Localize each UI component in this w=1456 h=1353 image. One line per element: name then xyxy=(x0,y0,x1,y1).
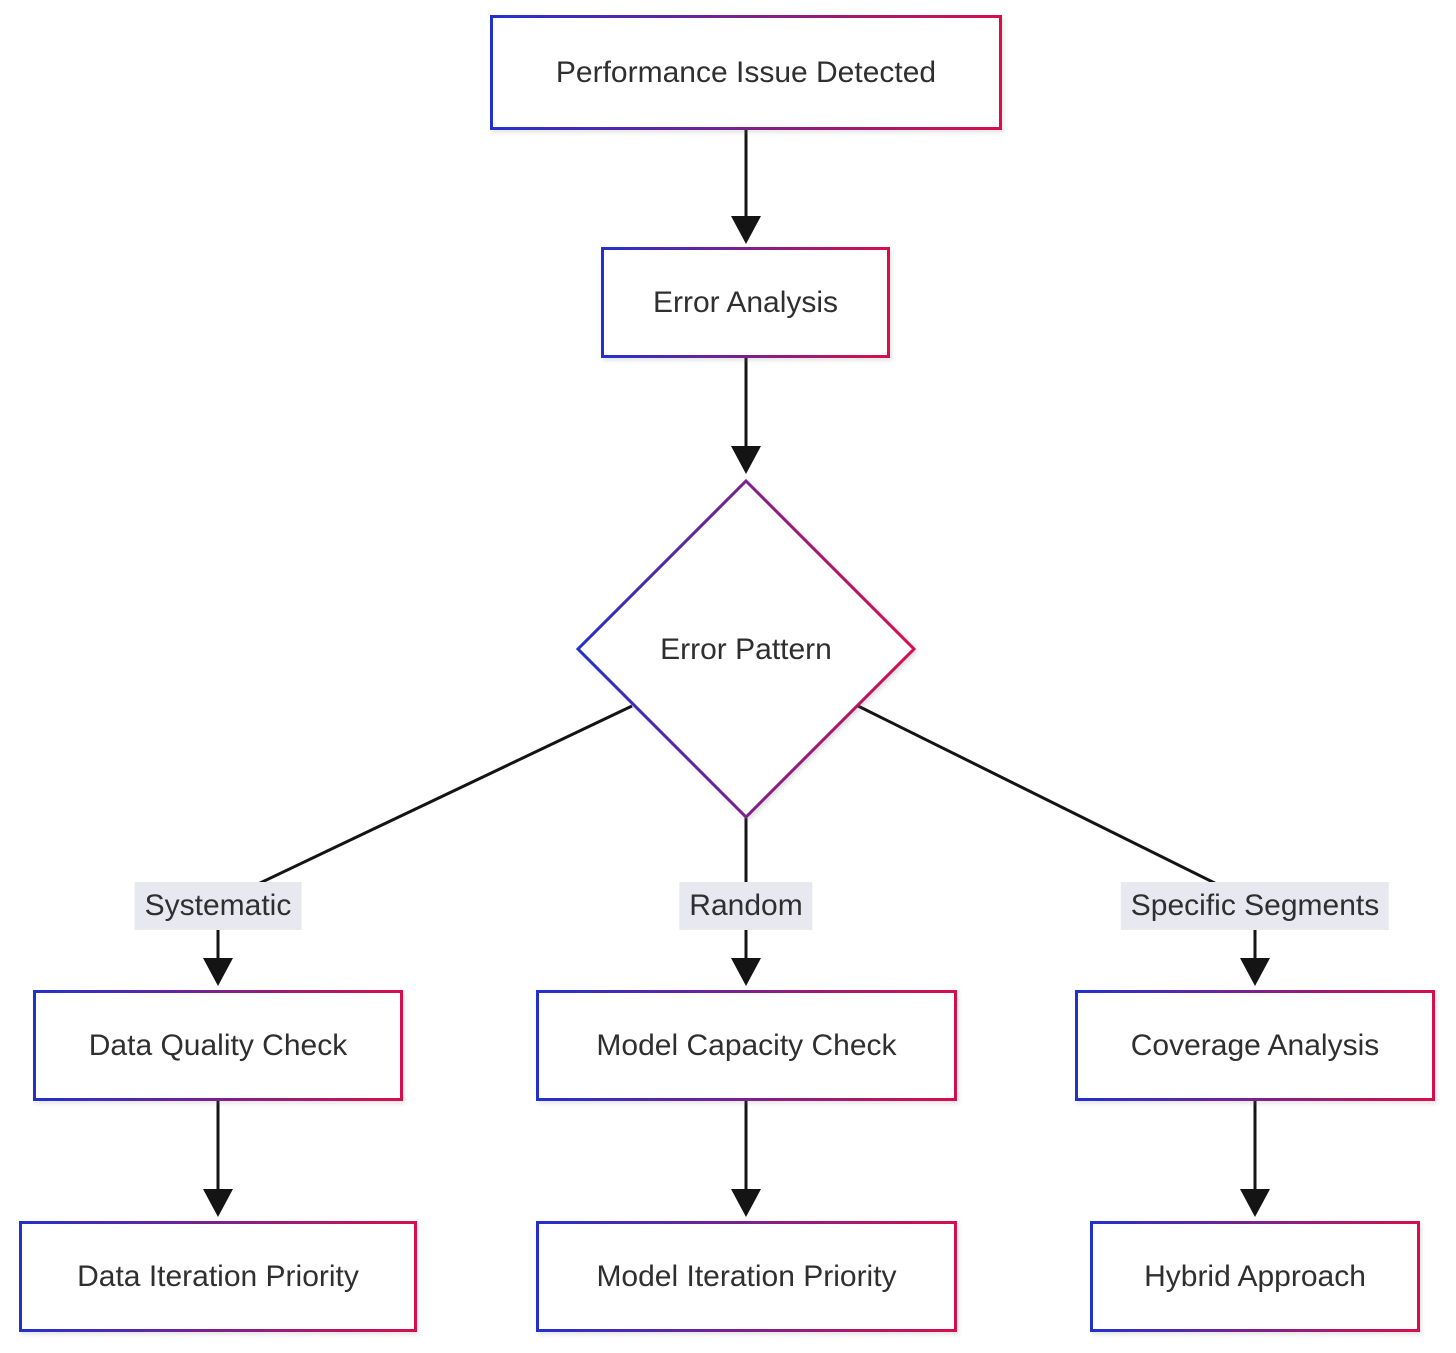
node-model-capacity-check: Model Capacity Check xyxy=(536,990,957,1101)
arrowhead-model-capacity-check-to-model-iteration-priority xyxy=(731,1189,761,1217)
edge-label-random: Random xyxy=(679,882,813,930)
edge-label-specific-segments: Specific Segments xyxy=(1120,882,1390,930)
arrowhead-coverage-analysis-to-hybrid-approach xyxy=(1240,1189,1270,1217)
arrowhead-error-analysis-to-error-pattern xyxy=(731,446,761,474)
arrowhead-error-pattern-to-coverage-analysis xyxy=(1240,958,1270,986)
node-error-pattern-label: Error Pattern xyxy=(660,633,832,666)
arrowhead-data-quality-check-to-data-iteration-priority xyxy=(203,1189,233,1217)
node-error-analysis: Error Analysis xyxy=(601,247,890,358)
arrowhead-error-pattern-to-model-capacity-check xyxy=(731,958,761,986)
node-error-pattern-shape xyxy=(575,478,917,820)
node-coverage-analysis: Coverage Analysis xyxy=(1075,990,1435,1101)
edge-label-systematic: Systematic xyxy=(134,882,302,930)
node-model-iteration-priority: Model Iteration Priority xyxy=(536,1221,957,1332)
node-start: Performance Issue Detected xyxy=(490,15,1002,130)
node-hybrid-approach: Hybrid Approach xyxy=(1090,1221,1420,1332)
arrowhead-start-to-error-analysis xyxy=(731,216,761,244)
arrowhead-error-pattern-to-data-quality-check xyxy=(203,958,233,986)
node-data-quality-check: Data Quality Check xyxy=(33,990,403,1101)
node-data-iteration-priority: Data Iteration Priority xyxy=(19,1221,417,1332)
